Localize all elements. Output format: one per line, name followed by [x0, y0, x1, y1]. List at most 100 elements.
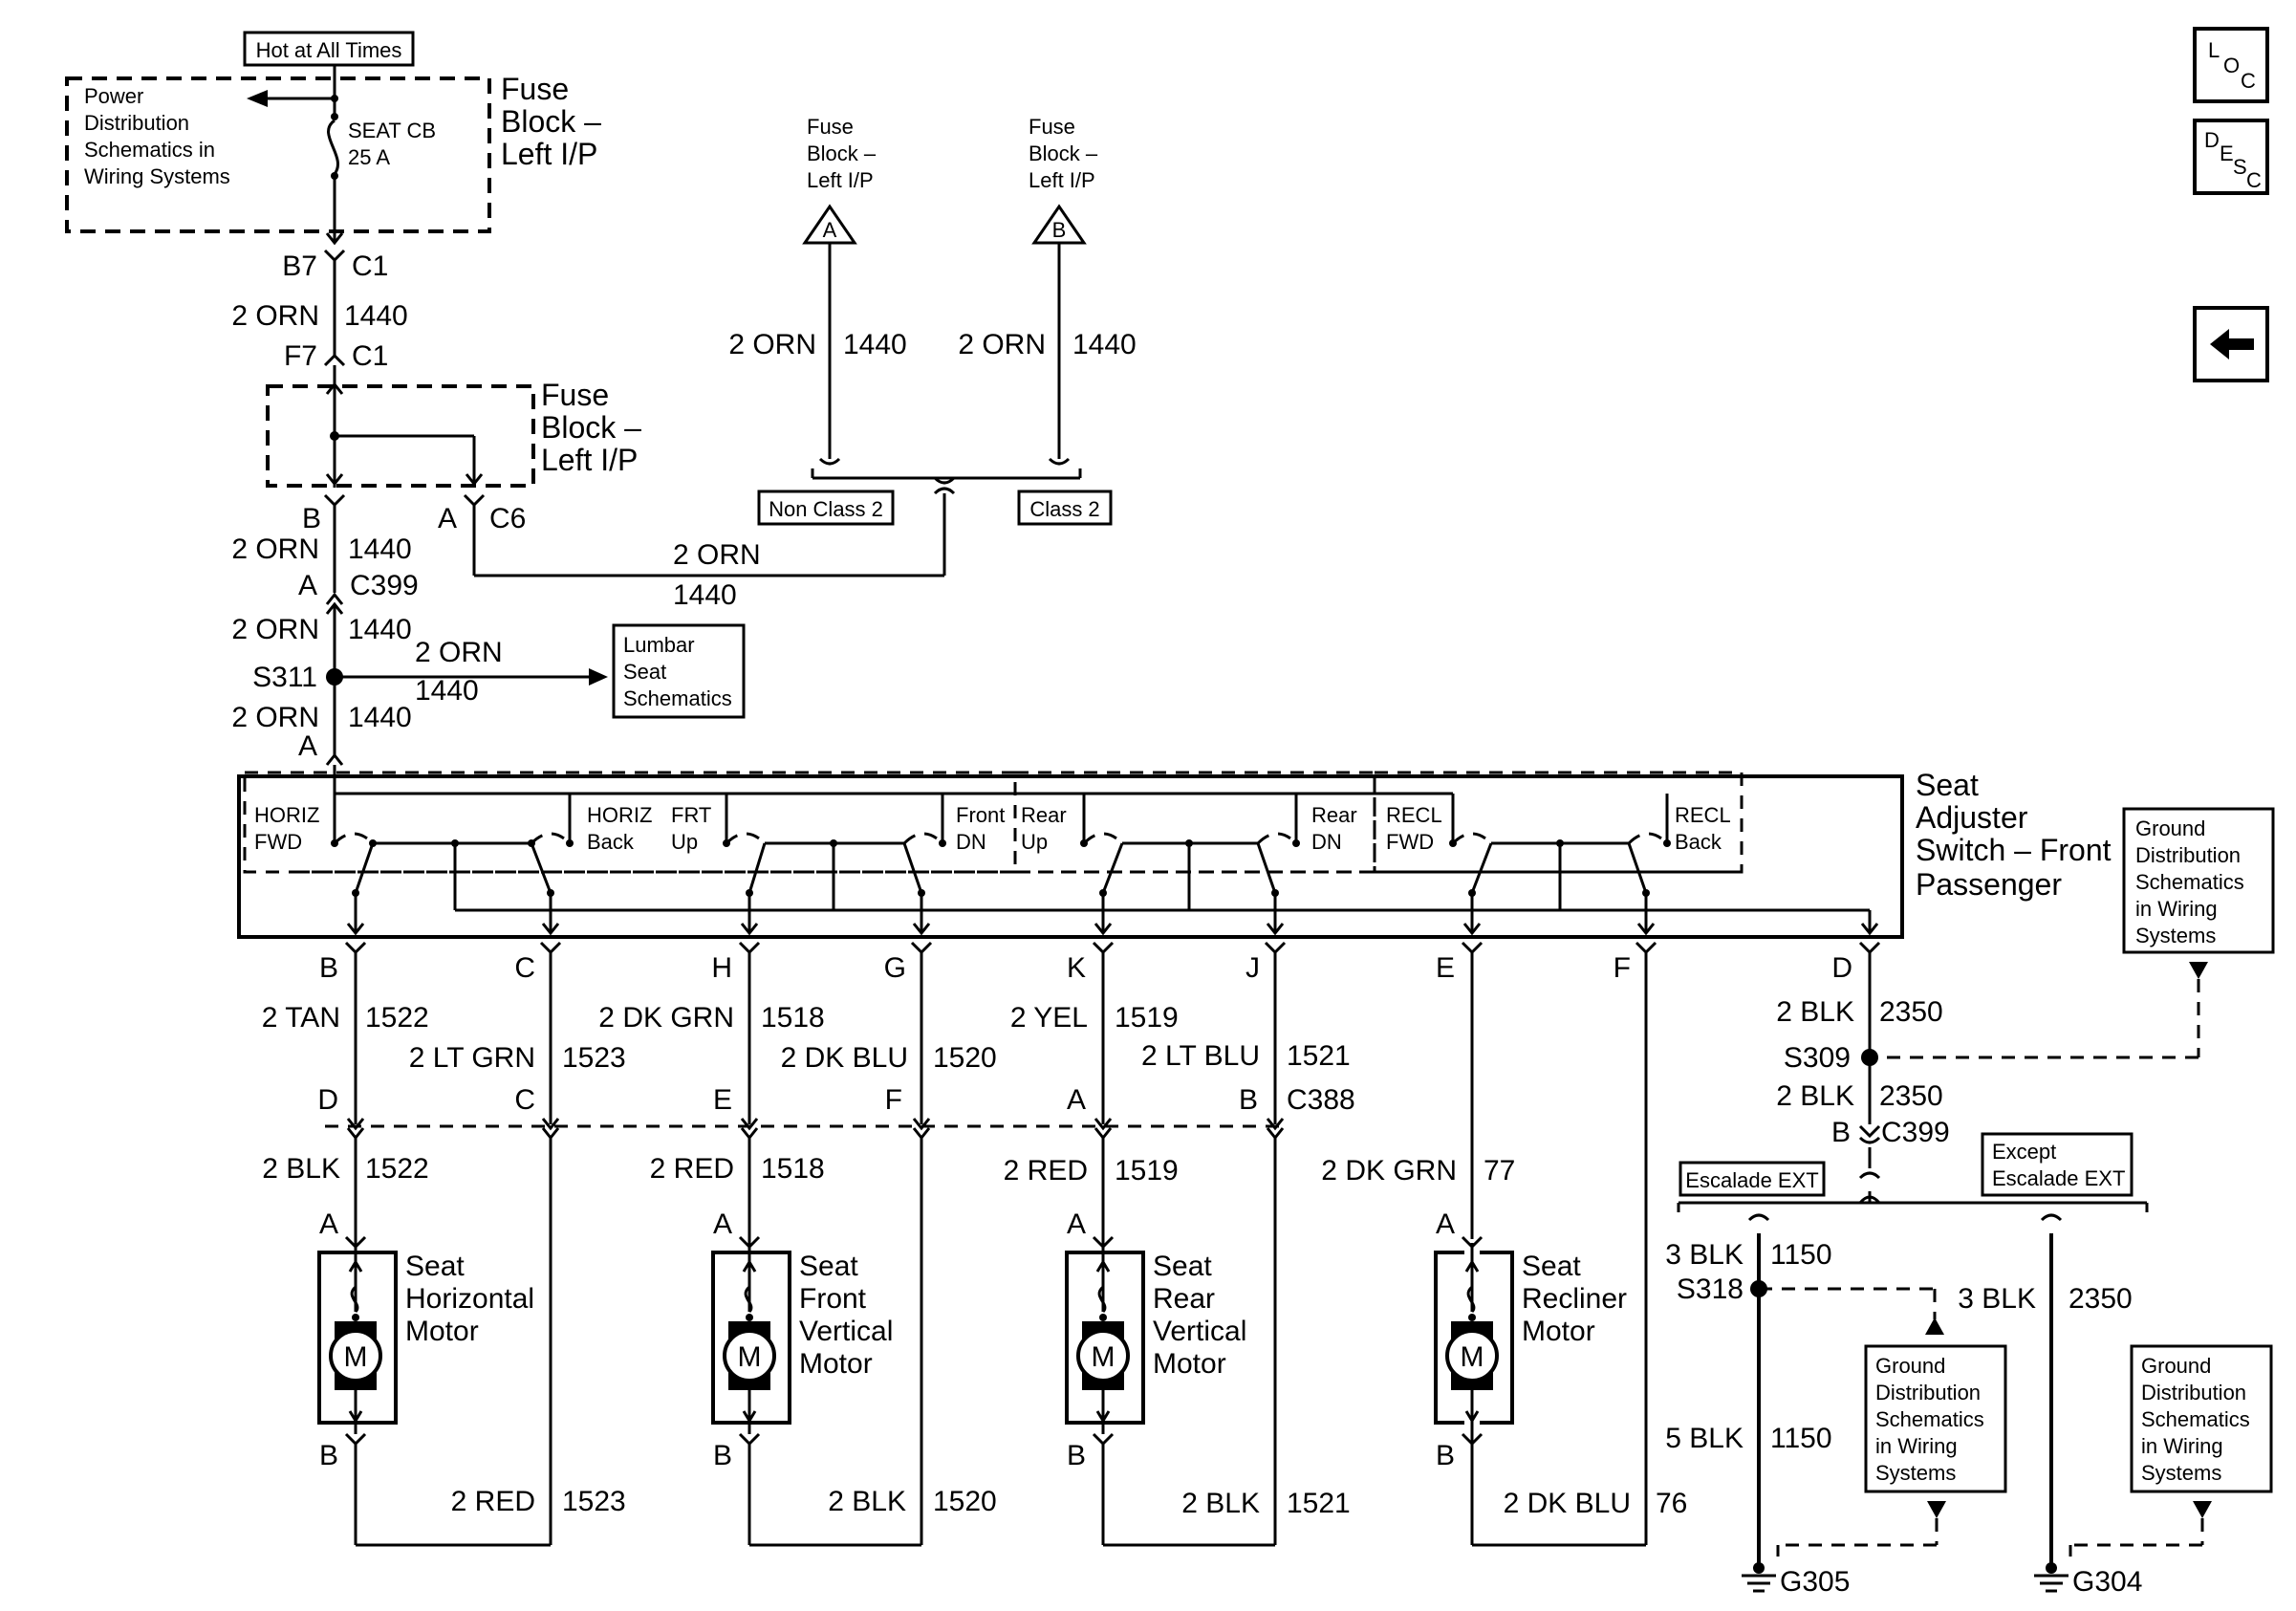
sw-recl-fwd-1: RECL: [1386, 803, 1442, 827]
motor-3-line-1: Seat: [1153, 1251, 1212, 1282]
sw-front-dn-1: Front: [956, 803, 1005, 827]
pin-a-c399: A: [298, 570, 317, 601]
wire-orn-top: 2 ORN: [231, 300, 319, 332]
c388-label: C388: [1287, 1084, 1355, 1116]
pin-d-ground: D: [1831, 952, 1852, 984]
sw-horiz-fwd-2: FWD: [254, 830, 302, 854]
sw-recl-fwd-2: FWD: [1386, 830, 1434, 854]
pds-line-2: Distribution: [84, 111, 189, 135]
sw-horiz-back-1: HORIZ: [587, 803, 652, 827]
sw-frt-up-2: Up: [671, 830, 698, 854]
sw-rear-dn-2: DN: [1311, 830, 1342, 854]
ground-b-line-5: Systems: [2141, 1461, 2221, 1485]
lumbar-line-3: Schematics: [623, 686, 732, 710]
wire-orn-b: 2 ORN: [231, 533, 319, 565]
pds-line-3: Schematics in: [84, 138, 215, 162]
loc-o: O: [2223, 54, 2240, 77]
wire-2-lt-blu: 2 LT BLU: [1141, 1040, 1260, 1072]
wire-2-red-1518: 2 RED: [650, 1153, 734, 1185]
switch-title-3: Switch – Front: [1916, 833, 2112, 867]
motor-3-line-2: Rear: [1153, 1283, 1215, 1315]
motor-1-line-1: Seat: [405, 1251, 465, 1282]
desc-e: E: [2220, 142, 2234, 165]
seat-cb-amp-label: 25 A: [348, 145, 390, 169]
c6-label: C6: [489, 503, 526, 534]
wire-1523: 1523: [562, 1042, 626, 1074]
ground-wire-num-1: 2350: [1879, 996, 1943, 1028]
switch-group-recl: [1373, 771, 1744, 874]
motor-4-m: M: [1461, 1341, 1484, 1373]
motor-2-return-color: 2 BLK: [828, 1486, 906, 1517]
switch-outputs: [346, 893, 1879, 936]
sw-recl-back-1: RECL: [1675, 803, 1731, 827]
ground-top-line-1: Ground: [2135, 816, 2205, 840]
c1-bot-label: C1: [352, 340, 388, 372]
motor-4-return-color: 2 DK BLU: [1504, 1488, 1631, 1519]
alt-fuse-b-line-3: Left I/P: [1029, 168, 1095, 192]
ground-top-line-5: Systems: [2135, 924, 2216, 947]
desc-c: C: [2246, 168, 2262, 192]
pin-k-rear: K: [1067, 952, 1086, 984]
loc-button[interactable]: L O C: [2193, 27, 2269, 103]
lumbar-line-2: Seat: [623, 660, 666, 684]
wire-1520: 1520: [933, 1042, 997, 1074]
seat-rear-vertical-motor: A M Seat Rear Vertical Motor B 2 BLK 152…: [1065, 1208, 1351, 1547]
pin-f-c388: F: [885, 1084, 902, 1116]
alt-fuse-a-line-3: Left I/P: [807, 168, 874, 192]
fuse-block-2-line-1: Fuse: [541, 378, 609, 412]
hot-at-all-times-label: Hot at All Times: [256, 38, 402, 62]
wire-2-yel: 2 YEL: [1010, 1002, 1088, 1034]
ground-wire-blk-1: 2 BLK: [1776, 996, 1854, 1028]
alt-wire-b-num: 1440: [1072, 329, 1137, 360]
ground-wire-blk-3: 3 BLK: [1665, 1239, 1744, 1271]
motor-1-line-2: Horizontal: [405, 1283, 534, 1315]
except-line-2: Escalade EXT: [1992, 1166, 2125, 1190]
ground-g305-label: G305: [1780, 1566, 1850, 1598]
ground-wire-num-5: 2350: [2069, 1283, 2133, 1315]
wire-1522-lower: 1522: [365, 1153, 429, 1185]
arrow-left-icon: [2210, 329, 2254, 359]
alt-fuse-b-line-1: Fuse: [1029, 115, 1075, 139]
motor-3-pin-a: A: [1067, 1208, 1086, 1240]
ground-distribution-b-box: [2130, 1344, 2273, 1493]
ground-b-arrow-down-icon: [2193, 1501, 2212, 1518]
ground-a-arrow-up-icon: [1925, 1317, 1944, 1335]
pin-f7: F7: [284, 340, 317, 372]
wire-num-top: 1440: [344, 300, 408, 332]
motor-4-line-1: Seat: [1522, 1251, 1581, 1282]
seat-horizontal-motor: A M Seat Horizontal Motor B 2 RED 1523: [317, 1208, 626, 1547]
pin-a-c6: A: [438, 503, 457, 534]
wire-orn-c6: 2 ORN: [673, 539, 761, 571]
sw-horiz-back-2: Back: [587, 830, 635, 854]
pin-d-c388: D: [317, 1084, 338, 1116]
seat-front-vertical-motor: A M Seat Front Vertical Motor B 2 BLK 15…: [711, 1208, 997, 1547]
ground-a-line-1: Ground: [1875, 1354, 1945, 1378]
switch-title-4: Passenger: [1916, 867, 2062, 902]
motor-1-line-3: Motor: [405, 1316, 479, 1347]
fuse-block-2-line-2: Block –: [541, 410, 641, 445]
wire-1519-upper: 1519: [1115, 1002, 1179, 1034]
ground-wire-num-3: 1150: [1770, 1239, 1832, 1271]
pin-e-c388: E: [713, 1084, 732, 1116]
wire-2-red-1519: 2 RED: [1004, 1155, 1088, 1186]
pin-b-c388: B: [1239, 1084, 1258, 1116]
sw-front-dn-2: DN: [956, 830, 986, 854]
splice-s318-label: S318: [1677, 1274, 1744, 1305]
wire-orn-lumbar: 2 ORN: [415, 637, 503, 668]
c399-bottom-label: C399: [1881, 1117, 1950, 1148]
pin-b-horiz: B: [319, 952, 338, 984]
motor-4-pin-b: B: [1436, 1440, 1455, 1471]
ground-a-arrow-down-icon: [1927, 1501, 1946, 1518]
seat-adjuster-switch-outline: [237, 774, 1904, 939]
pin-f-recl: F: [1614, 952, 1631, 984]
back-button[interactable]: [2193, 306, 2269, 382]
ground-a-line-5: Systems: [1875, 1461, 1956, 1485]
ground-b-line-1: Ground: [2141, 1354, 2211, 1378]
terminal-a-letter: A: [823, 218, 837, 242]
ground-distribution-top-box: [2122, 807, 2275, 954]
lumbar-line-1: Lumbar: [623, 633, 695, 657]
fuse-block-1-line-3: Left I/P: [501, 137, 597, 171]
wire-2-tan: 2 TAN: [262, 1002, 340, 1034]
desc-button[interactable]: D E S C: [2193, 119, 2269, 195]
